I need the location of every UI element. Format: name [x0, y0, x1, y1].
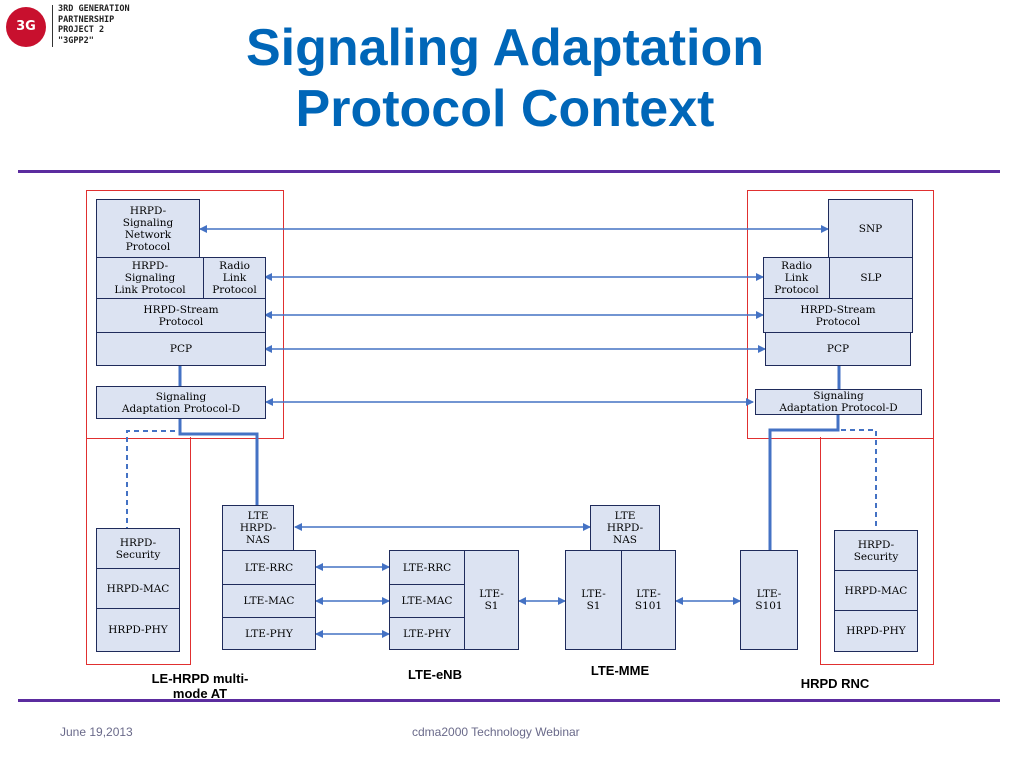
right-sap-to-security	[837, 415, 877, 530]
logo-badge: 3G	[6, 7, 46, 47]
rnc-lte-s101: LTE- S101	[740, 550, 798, 650]
slide-title: Signaling Adaptation Protocol Context	[150, 18, 860, 140]
right-frame-lower	[820, 437, 934, 665]
mme-lte-s1: LTE- S1	[565, 550, 622, 650]
left-sap-to-security	[126, 418, 181, 528]
logo-text: 3rd Generation Partnership Project 2 "3G…	[58, 4, 130, 46]
left-lte-rrc: LTE-RRC	[222, 550, 316, 585]
right-hrpd-stream-protocol: HRPD-Stream Protocol	[763, 298, 913, 333]
left-hrpd-mac: HRPD-MAC	[96, 568, 180, 609]
left-sap-to-lte	[178, 418, 259, 505]
slide-title-line-2: Protocol Context	[295, 80, 715, 138]
left-lte-mac: LTE-MAC	[222, 584, 316, 618]
left-hrpd-signaling-network-protocol: HRPD- Signaling Network Protocol	[96, 199, 200, 258]
3gpp2-logo: 3G 3rd Generation Partnership Project 2 …	[4, 3, 164, 49]
left-frame-lower	[86, 437, 191, 665]
right-pcp: PCP	[765, 332, 911, 366]
logo-line-4: "3GPP2"	[58, 35, 94, 46]
logo-line-1: 3rd Generation	[58, 4, 130, 14]
caption-lte-mme: LTE-MME	[590, 663, 650, 678]
mme-lte-s101: LTE- S101	[621, 550, 676, 650]
right-signaling-adaptation-protocol: Signaling Adaptation Protocol-D	[755, 389, 922, 415]
left-signaling-adaptation-protocol: Signaling Adaptation Protocol-D	[96, 386, 266, 419]
top-divider	[18, 170, 1000, 173]
caption-lte-enb: LTE-eNB	[408, 667, 462, 682]
right-sap-to-s101	[768, 415, 840, 550]
enb-lte-phy: LTE-PHY	[389, 617, 465, 650]
enb-lte-s1: LTE- S1	[464, 550, 519, 650]
bottom-divider	[18, 699, 1000, 702]
logo-line-3: Project 2	[58, 25, 105, 35]
left-pcp: PCP	[96, 332, 266, 366]
right-hrpd-phy: HRPD-PHY	[834, 610, 918, 652]
right-snp: SNP	[828, 199, 913, 258]
right-hrpd-security: HRPD- Security	[834, 530, 918, 571]
right-radio-link-protocol: Radio Link Protocol	[763, 257, 830, 299]
left-radio-link-protocol: Radio Link Protocol	[203, 257, 266, 299]
caption-le-hrpd-at: LE-HRPD multi- mode AT	[151, 671, 249, 701]
right-hrpd-mac: HRPD-MAC	[834, 570, 918, 611]
logo-line-2: Partnership	[58, 14, 115, 25]
left-lte-phy: LTE-PHY	[222, 617, 316, 650]
left-lte-hrpd-nas: LTE HRPD- NAS	[222, 505, 294, 551]
enb-lte-mac: LTE-MAC	[389, 584, 465, 618]
footer-date: June 19,2013	[60, 725, 133, 739]
left-hrpd-phy: HRPD-PHY	[96, 608, 180, 652]
mme-lte-hrpd-nas: LTE HRPD- NAS	[590, 505, 660, 551]
left-hrpd-stream-protocol: HRPD-Stream Protocol	[96, 298, 266, 333]
left-hrpd-security: HRPD- Security	[96, 528, 180, 569]
caption-hrpd-rnc: HRPD RNC	[800, 676, 870, 691]
right-slp: SLP	[829, 257, 913, 299]
footer-title: cdma2000 Technology Webinar	[412, 725, 580, 739]
enb-lte-rrc: LTE-RRC	[389, 550, 465, 585]
left-hrpd-signaling-link-protocol: HRPD- Signaling Link Protocol	[96, 257, 204, 299]
logo-divider	[52, 5, 53, 47]
slide-title-line-1: Signaling Adaptation	[245, 19, 765, 77]
